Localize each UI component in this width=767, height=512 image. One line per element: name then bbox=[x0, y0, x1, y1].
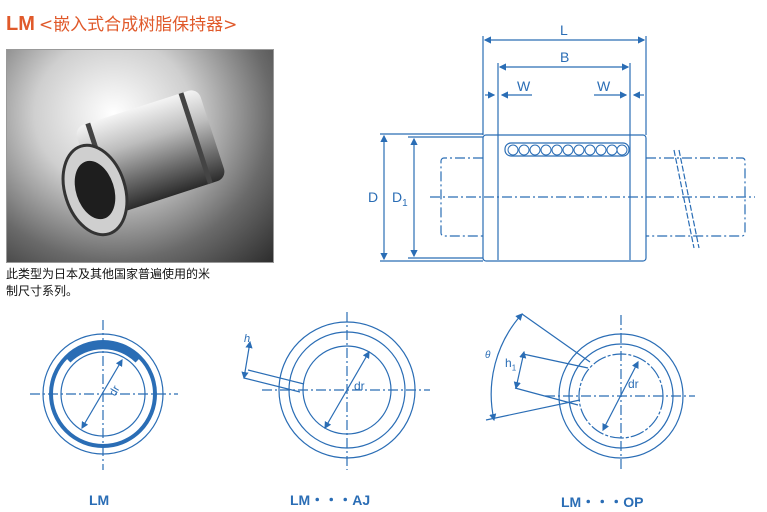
variant-label-lm-aj: LM・・・AJ bbox=[290, 492, 371, 508]
variant-label-lm: LM bbox=[89, 492, 110, 508]
dim-label-D: D bbox=[368, 189, 379, 205]
title-subtitle: <嵌入式合成树脂保持器> bbox=[38, 15, 238, 35]
dim-label-theta: θ bbox=[485, 350, 491, 361]
dim-label-h1-sub: 1 bbox=[511, 363, 517, 373]
bearing-image bbox=[61, 90, 225, 237]
dim-label-B: B bbox=[560, 49, 570, 65]
title-code: LM bbox=[6, 13, 35, 35]
dim-label-dr-aj: dr bbox=[354, 379, 365, 393]
dim-label-dr-op: dr bbox=[628, 377, 639, 391]
dim-label-W-right: W bbox=[597, 78, 611, 94]
lm-section-drawing bbox=[30, 320, 178, 470]
dim-label-D1: D1 bbox=[392, 189, 408, 209]
description-line: 此类型为日本及其他国家普遍使用的米 bbox=[6, 267, 211, 281]
dim-label-D1-sub: 1 bbox=[402, 197, 408, 209]
dim-label-D1-main: D bbox=[392, 189, 403, 205]
side-view-drawing bbox=[380, 36, 755, 262]
variant-label-lm-op: LM・・・OP bbox=[561, 494, 644, 510]
dim-label-h: h bbox=[244, 333, 251, 345]
description-line: 制尺寸系列。 bbox=[6, 284, 79, 298]
dim-label-L: L bbox=[560, 22, 568, 38]
dim-label-h1: h1 bbox=[505, 356, 516, 372]
product-photo bbox=[6, 49, 274, 263]
dim-label-W-left: W bbox=[517, 78, 531, 94]
lm-aj-section-drawing bbox=[241, 312, 430, 470]
description: 此类型为日本及其他国家普遍使用的米 制尺寸系列。 bbox=[6, 266, 276, 300]
page-title: LM<嵌入式合成树脂保持器> bbox=[6, 10, 237, 36]
dim-label-h1-main: h bbox=[505, 356, 512, 370]
lm-op-section-drawing bbox=[485, 313, 695, 472]
